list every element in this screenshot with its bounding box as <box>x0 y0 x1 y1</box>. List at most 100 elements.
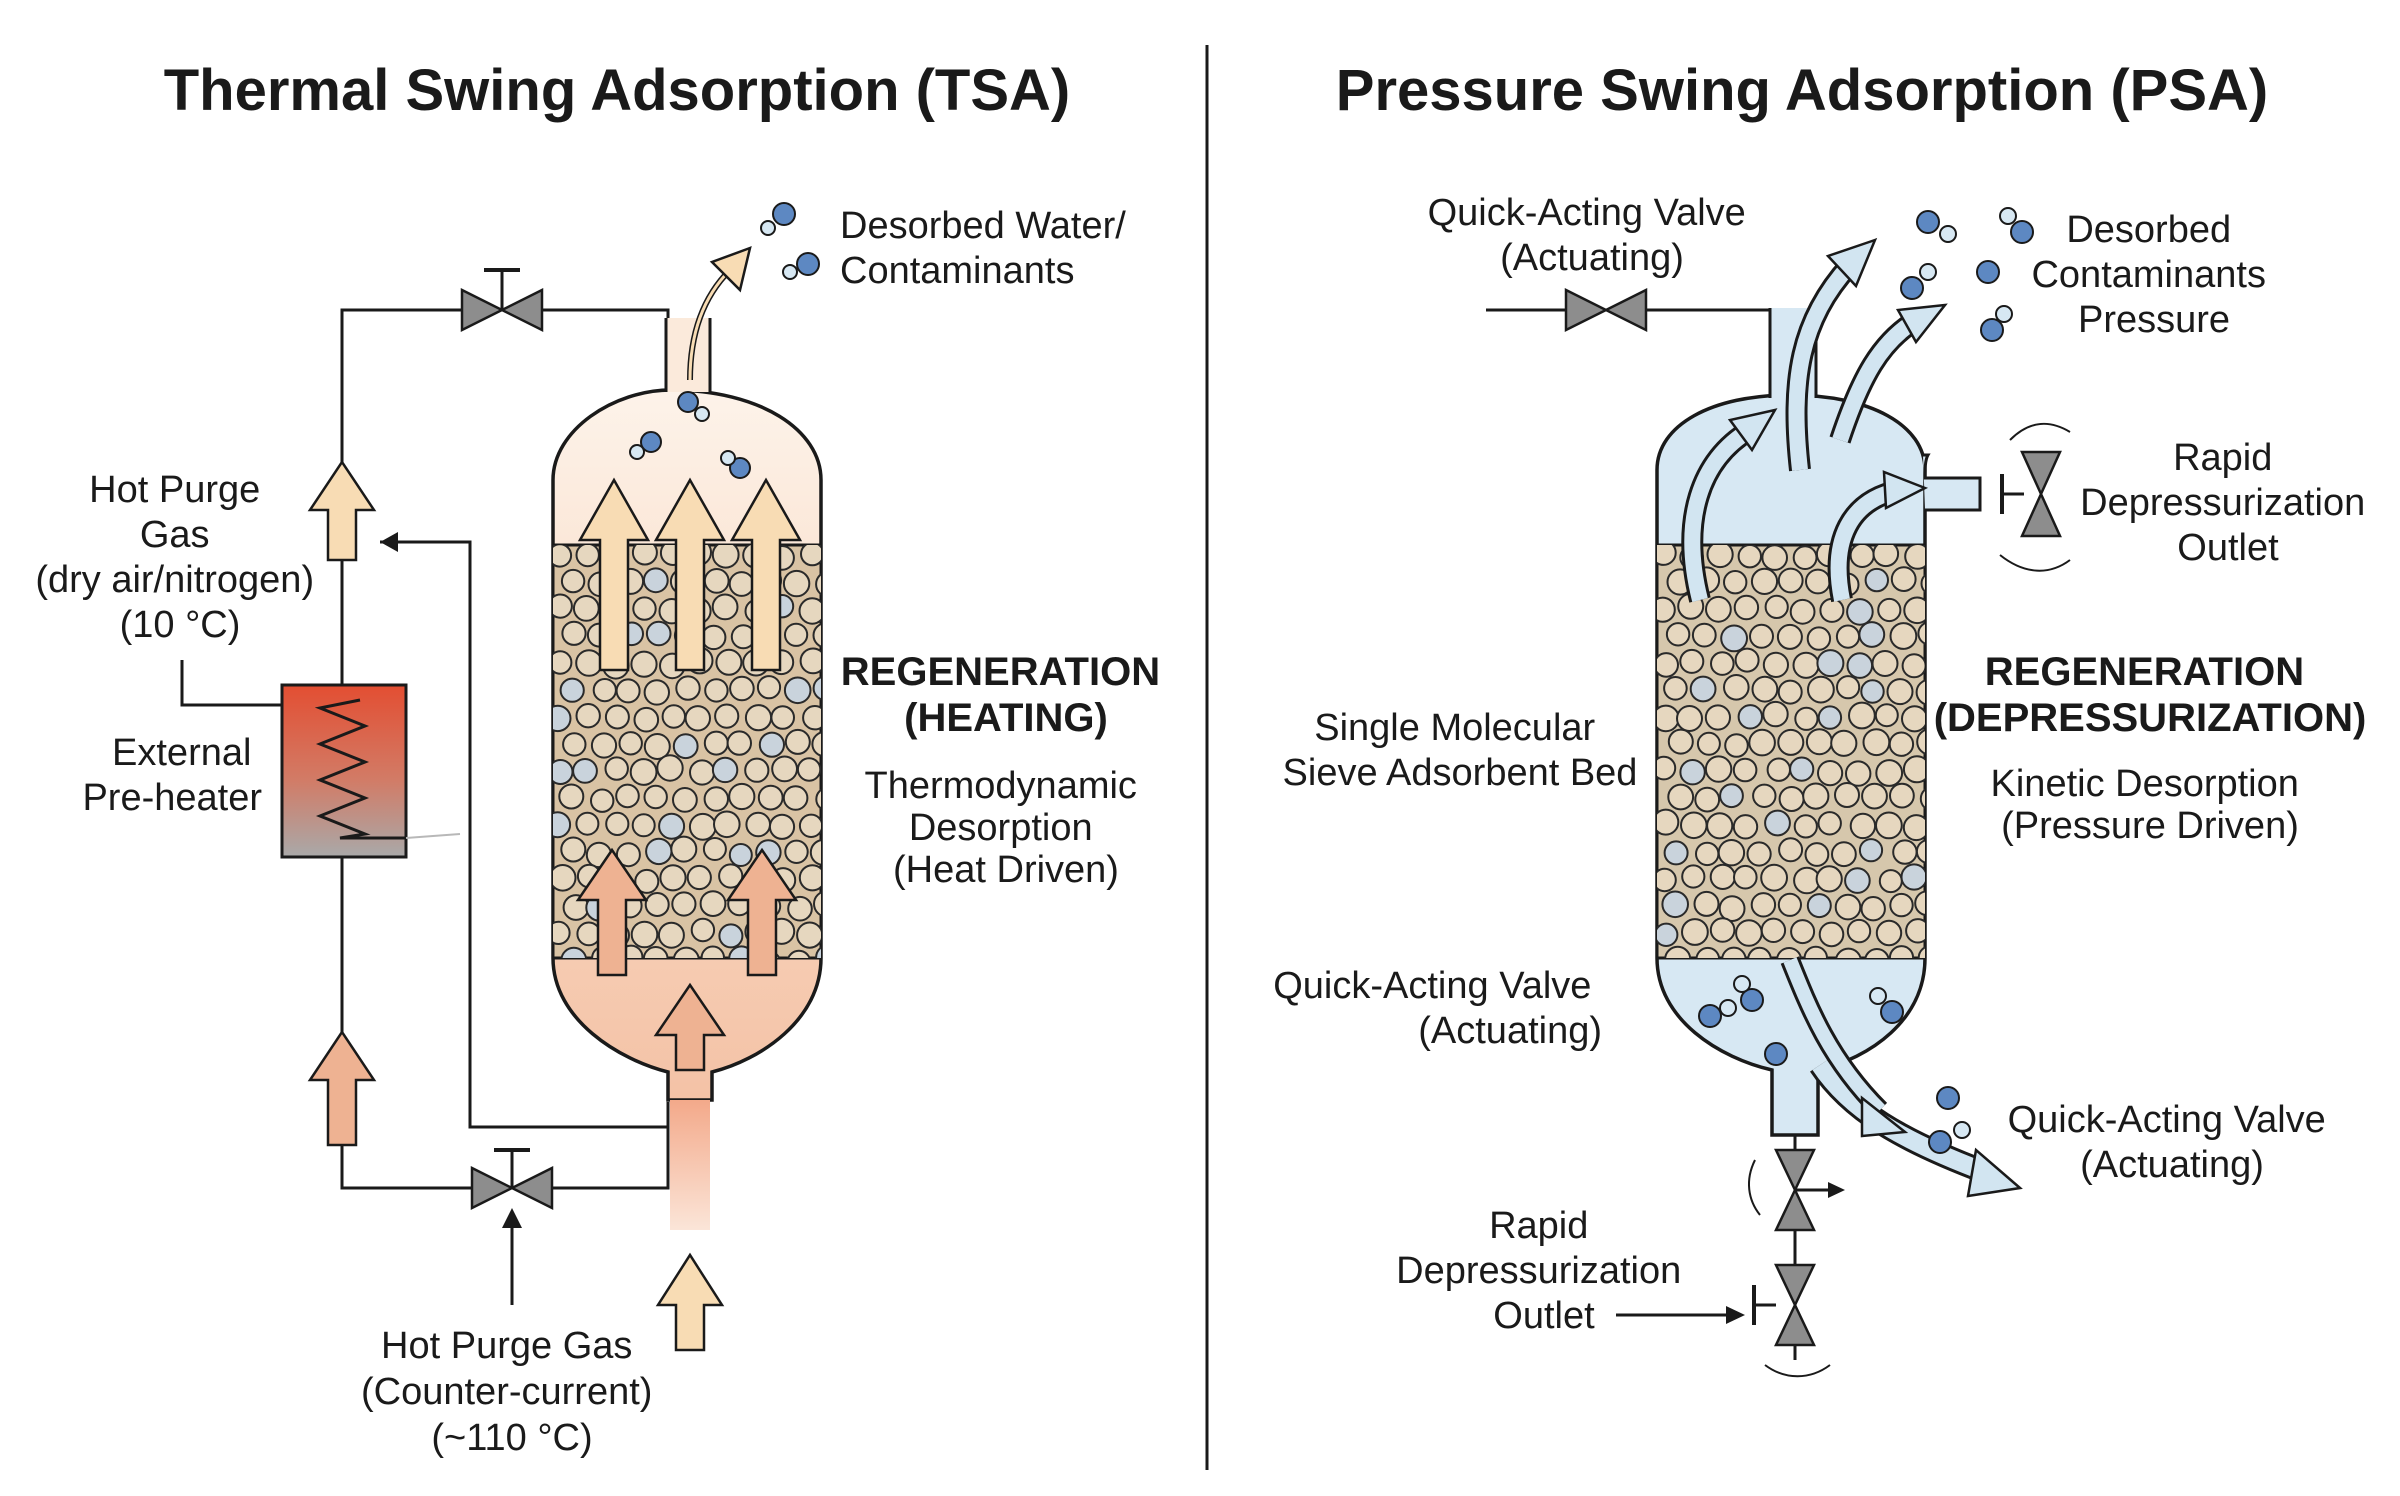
adsorbent-bead <box>1762 700 1789 728</box>
adsorbent-bead <box>1691 622 1717 648</box>
adsorbent-bead <box>1746 841 1772 867</box>
adsorbent-bead <box>1764 594 1789 620</box>
adsorbent-bead <box>1789 598 1816 625</box>
adsorbent-bead <box>1902 814 1925 842</box>
tsa-regeneration-heading: REGENERATION (HEATING) <box>841 650 1171 740</box>
adsorbent-bead <box>1874 703 1899 728</box>
adsorbent-bead <box>1794 706 1819 731</box>
adsorbent-bead <box>729 675 755 702</box>
adsorbent-bead <box>798 813 821 838</box>
adsorbent-bead <box>1751 675 1779 703</box>
adsorbent-bead <box>798 597 821 625</box>
adsorbent-bead <box>1858 621 1886 648</box>
adsorbent-bead <box>659 864 687 892</box>
adsorbent-bead <box>629 758 658 786</box>
psa-side-valve-icon <box>1999 422 2071 572</box>
adsorbent-bead <box>1710 651 1735 676</box>
adsorbent-bead <box>575 703 601 729</box>
adsorbent-bead <box>1877 597 1902 623</box>
adsorbent-bead <box>1760 917 1787 943</box>
adsorbent-bead <box>784 839 809 864</box>
adsorbent-bead <box>1776 623 1803 650</box>
adsorbent-bead <box>711 593 739 621</box>
adsorbent-bead <box>757 784 784 811</box>
tsa-title: Thermal Swing Adsorption (TSA) <box>164 58 1071 123</box>
adsorbent-bead <box>1752 783 1777 808</box>
adsorbent-bead <box>553 593 573 619</box>
adsorbent-bead <box>1733 864 1758 890</box>
adsorbent-bead <box>1872 545 1900 568</box>
adsorbent-bead <box>1902 755 1925 784</box>
adsorbent-bead <box>787 895 813 922</box>
adsorbent-bead <box>1704 755 1733 783</box>
adsorbent-bead <box>590 732 618 759</box>
adsorbent-bead <box>782 785 809 811</box>
adsorbent-bead <box>1836 675 1861 700</box>
adsorbent-bead <box>1709 863 1736 891</box>
adsorbent-bead <box>560 946 588 958</box>
adsorbent-bead <box>1831 841 1857 868</box>
adsorbent-bead <box>1695 946 1721 958</box>
adsorbent-bead <box>1802 782 1830 810</box>
adsorbent-bead <box>605 811 630 837</box>
adsorbent-bead <box>700 945 725 958</box>
adsorbent-bead <box>1705 595 1732 623</box>
adsorbent-bead <box>703 568 730 594</box>
adsorbent-bead <box>1749 623 1774 649</box>
adsorbent-bead <box>815 573 821 596</box>
adsorbent-bead <box>645 620 672 647</box>
adsorbent-bead <box>615 783 640 809</box>
adsorbent-bead <box>1901 653 1925 679</box>
adsorbent-bead <box>1704 704 1732 731</box>
adsorbent-bead <box>1747 946 1772 958</box>
adsorbent-bead <box>671 891 697 917</box>
adsorbent-bead <box>1657 808 1680 836</box>
adsorbent-bead <box>642 946 669 958</box>
adsorbent-bead <box>784 622 809 647</box>
adsorbent-bead <box>1834 893 1862 921</box>
adsorbent-bead <box>1789 756 1815 782</box>
adsorbent-bead <box>1830 729 1858 757</box>
adsorbent-bead <box>1760 863 1788 892</box>
adsorbent-bead <box>1834 782 1860 808</box>
adsorbent-bead <box>1676 705 1703 732</box>
adsorbent-bead <box>784 728 811 755</box>
psa-bed-beads <box>1657 545 1925 958</box>
adsorbent-bead <box>645 837 673 866</box>
adsorbent-bead <box>800 545 821 567</box>
adsorbent-bead <box>553 811 572 839</box>
loop-up-arrow-icon <box>307 1029 377 1147</box>
adsorbent-bead <box>1777 567 1804 594</box>
tsa-desorbed-label: Desorbed Water/ Contaminants <box>840 205 1136 292</box>
adsorbent-bead <box>1723 570 1748 595</box>
adsorbent-bead <box>615 678 641 704</box>
adsorbent-bead <box>1737 704 1764 730</box>
adsorbent-bead <box>631 813 656 838</box>
adsorbent-bead <box>711 756 739 784</box>
adsorbent-bead <box>714 703 740 729</box>
adsorbent-bead <box>553 650 573 675</box>
adsorbent-bead <box>802 705 821 731</box>
adsorbent-bead <box>1792 545 1818 570</box>
adsorbent-bead <box>615 842 641 868</box>
adsorbent-bead <box>657 921 685 949</box>
adsorbent-bead <box>812 623 821 648</box>
adsorbent-bead <box>604 704 630 730</box>
adsorbent-bead <box>1875 759 1904 787</box>
adsorbent-bead <box>701 624 727 651</box>
adsorbent-bead <box>771 755 798 783</box>
adsorbent-bead <box>560 568 586 594</box>
adsorbent-bead <box>745 811 772 838</box>
adsorbent-bead <box>1667 783 1695 811</box>
adsorbent-bead <box>1864 948 1890 958</box>
adsorbent-bead <box>796 921 821 949</box>
adsorbent-bead <box>1681 918 1709 946</box>
adsorbent-bead <box>575 811 600 836</box>
adsorbent-bead <box>1792 651 1820 679</box>
adsorbent-bead <box>1860 896 1886 922</box>
adsorbent-bead <box>1892 839 1918 865</box>
psa-flow-arrows <box>1681 237 2023 1198</box>
adsorbent-bead <box>553 864 577 892</box>
adsorbent-bead <box>1735 919 1763 947</box>
psa-bottom-valve-icon <box>1748 1148 1845 1232</box>
